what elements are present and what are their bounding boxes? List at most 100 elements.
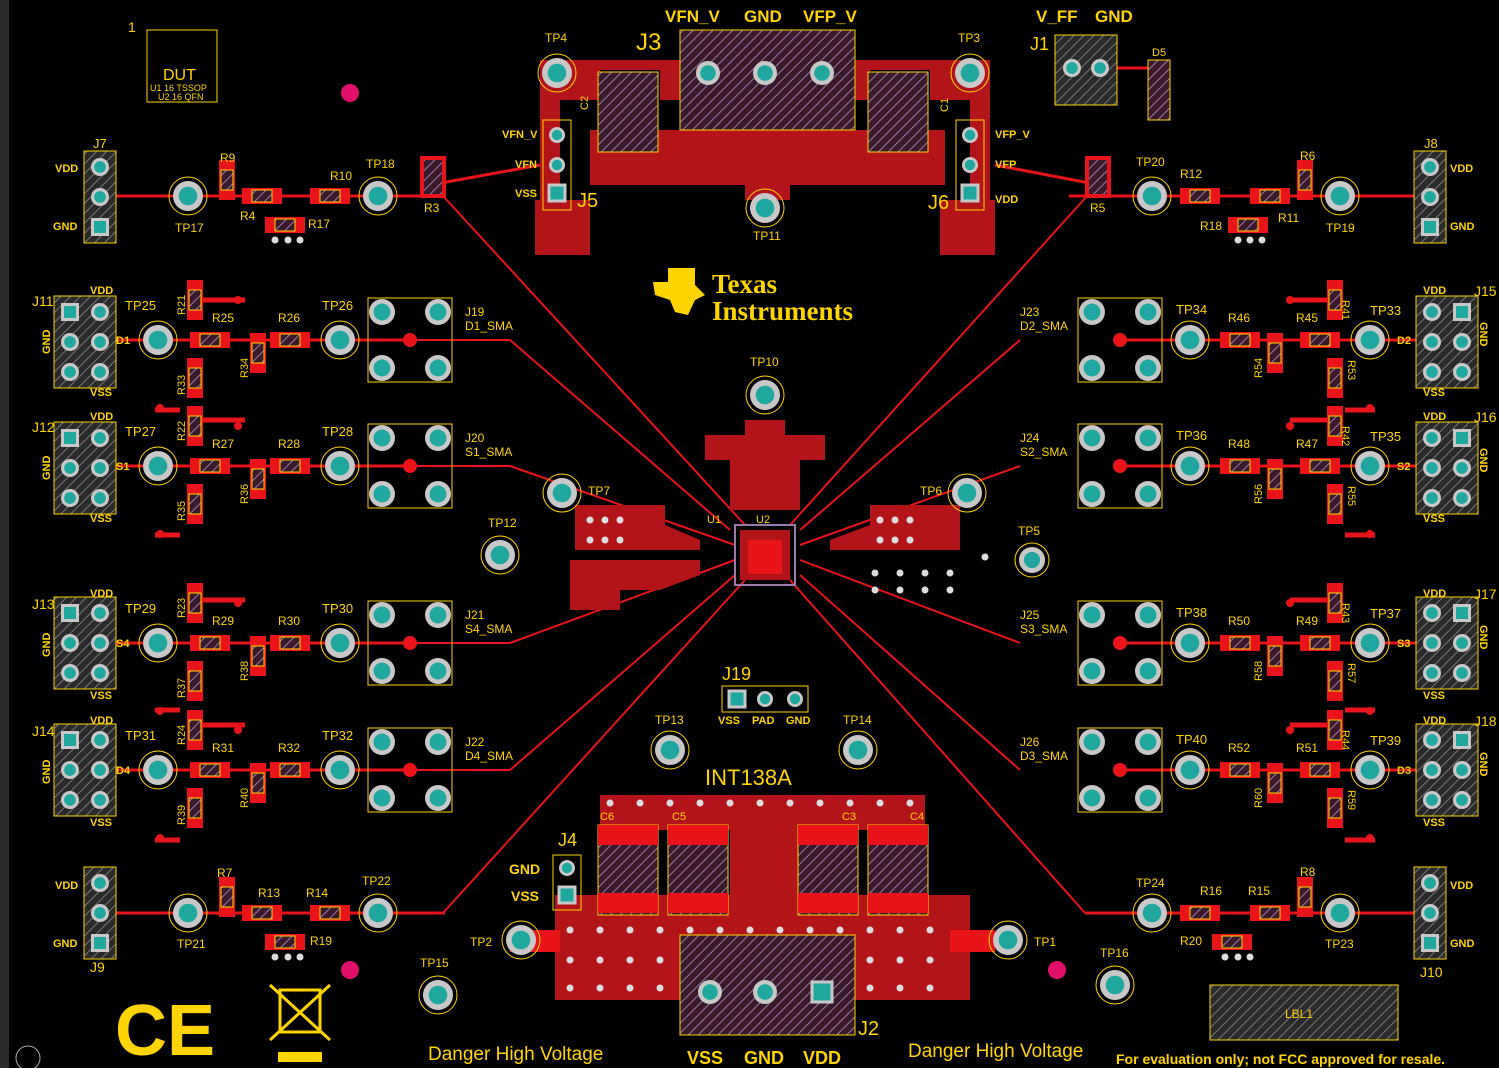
sma-center-pad <box>403 333 417 347</box>
label-r13: R13 <box>258 886 280 900</box>
test-point-label: TP6 <box>920 484 942 498</box>
label-danger_left: Danger High Voltage <box>428 1044 603 1065</box>
label-vdd_bottom: VDD <box>803 1048 841 1068</box>
label-vdd: VDD <box>1423 588 1446 600</box>
pin-pad <box>814 65 830 81</box>
label-s3: S3 <box>1397 638 1410 650</box>
label-r51: R51 <box>1296 741 1318 755</box>
test-point-pad <box>148 633 168 653</box>
label-tp40: TP40 <box>1176 732 1207 747</box>
resistor-body <box>251 189 273 203</box>
via <box>926 926 934 934</box>
test-point-outline <box>650 730 690 770</box>
via <box>566 984 574 992</box>
cap-pad <box>798 825 858 845</box>
resistor-body <box>1268 772 1282 794</box>
test-point-outline <box>320 750 360 790</box>
label-r45: R45 <box>1296 311 1318 325</box>
pin-pad <box>1139 303 1157 321</box>
via <box>666 799 674 807</box>
label-gnd: GND <box>53 938 78 950</box>
j4-pin1 <box>557 885 577 905</box>
test-point-label: TP11 <box>753 229 781 243</box>
via <box>626 984 634 992</box>
sma-name: D1_SMA <box>465 319 513 333</box>
label-pad: PAD <box>752 715 774 727</box>
via-pad <box>1286 726 1294 734</box>
sma-name: S1_SMA <box>465 445 512 459</box>
test-point-label: TP16 <box>1100 946 1129 960</box>
label-tp28: TP28 <box>322 424 353 439</box>
label-gnd: GND <box>1477 448 1489 473</box>
label-r7: R7 <box>217 866 233 880</box>
test-point-pad <box>1180 633 1200 653</box>
label-corner_num: 1 <box>128 19 136 35</box>
test-point-outline <box>1350 750 1390 790</box>
resistor-body <box>1237 218 1259 232</box>
pin-square-pad <box>64 607 76 619</box>
c1-cap <box>867 71 929 153</box>
pin-pad <box>94 306 106 318</box>
test-point-pad <box>1360 760 1380 780</box>
pin-pad <box>94 191 106 203</box>
tp6-pour <box>830 505 960 550</box>
sma-name: D3_SMA <box>1020 749 1068 763</box>
label-ti_line1: Texas <box>712 269 777 299</box>
via <box>836 926 844 934</box>
label-c2: C2 <box>579 96 591 110</box>
test-point-label: TP18 <box>366 157 395 171</box>
pin-pad <box>1426 637 1438 649</box>
via <box>716 926 724 934</box>
label-tp31: TP31 <box>125 728 156 743</box>
label-j1: J1 <box>1030 34 1049 54</box>
via-pad <box>1286 296 1294 304</box>
pin-pad <box>759 693 771 705</box>
label-r40: R40 <box>239 788 251 808</box>
test-point-outline <box>1132 176 1172 216</box>
test-point-outline <box>1170 320 1210 360</box>
via <box>1234 236 1242 244</box>
via <box>866 956 874 964</box>
test-point-outline <box>1132 893 1172 933</box>
test-point-pad <box>1142 186 1162 206</box>
label-r31: R31 <box>212 741 234 755</box>
pin-pad <box>373 429 391 447</box>
fiducial <box>1048 961 1066 979</box>
pin-pad <box>1083 606 1101 624</box>
label-r58: R58 <box>1253 661 1265 681</box>
test-point-outline <box>358 176 398 216</box>
pin-pad <box>94 607 106 619</box>
label-dut_line2: U2 16 QFN <box>158 92 204 102</box>
via <box>846 799 854 807</box>
label-r59: R59 <box>1345 790 1357 810</box>
test-point-label: TP15 <box>420 956 449 970</box>
test-point-pad <box>552 483 572 503</box>
label-r36: R36 <box>239 484 251 504</box>
resistor-body <box>279 763 301 777</box>
label-r52: R52 <box>1228 741 1250 755</box>
pin-pad <box>1426 462 1438 474</box>
via-pad <box>156 707 164 715</box>
sma-center-pad <box>1113 763 1127 777</box>
via-pad <box>156 834 164 842</box>
pin-pad <box>94 637 106 649</box>
label-j15: J15 <box>1474 283 1497 299</box>
via <box>626 926 634 934</box>
pin-pad <box>64 764 76 776</box>
via <box>1258 236 1266 244</box>
test-point-pad <box>511 930 531 950</box>
label-r8: R8 <box>1300 865 1316 879</box>
via <box>906 536 914 544</box>
test-point-outline <box>1014 542 1050 578</box>
test-point-outline <box>1350 320 1390 360</box>
resistor-body <box>1268 342 1282 364</box>
pin-pad <box>1426 492 1438 504</box>
label-vdd: VDD <box>1423 715 1446 727</box>
resistor-body <box>220 169 234 191</box>
via <box>596 984 604 992</box>
test-point-label: TP24 <box>1136 876 1165 890</box>
pin-pad <box>1083 733 1101 751</box>
pin-pad <box>1456 764 1468 776</box>
sma-center-pad <box>1113 333 1127 347</box>
test-point-pad <box>178 903 198 923</box>
